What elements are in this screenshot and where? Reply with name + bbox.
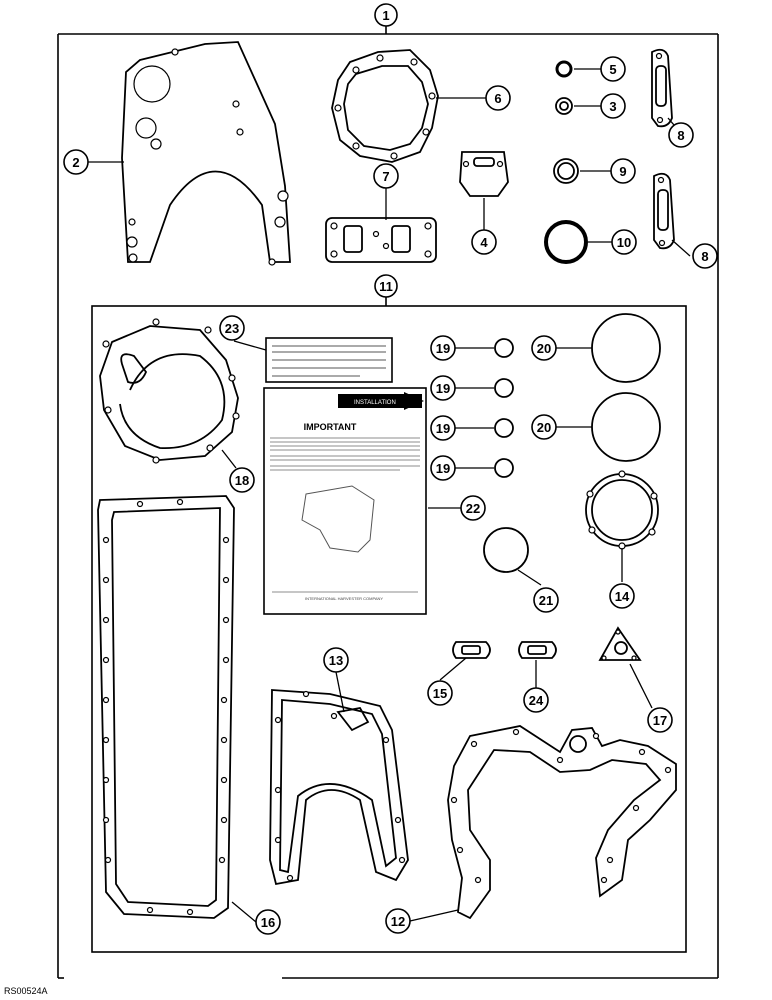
callout-17: 17 xyxy=(653,713,667,728)
cover-gasket-6 xyxy=(331,49,439,163)
callouts xyxy=(63,3,718,935)
gasket-7 xyxy=(325,217,437,263)
flywheel-housing-gasket xyxy=(121,41,291,266)
oil-pan-gasket-16 xyxy=(97,495,235,919)
gasket-15 xyxy=(452,641,491,659)
callout-3: 3 xyxy=(609,99,616,114)
callout-19-b: 19 xyxy=(436,381,450,396)
callout-20-a: 20 xyxy=(537,341,551,356)
callout-13: 13 xyxy=(329,653,343,668)
sheet-company: INTERNATIONAL HARVESTER COMPANY xyxy=(305,596,383,601)
callout-22: 22 xyxy=(466,501,480,516)
callout-18: 18 xyxy=(235,473,249,488)
callout-4: 4 xyxy=(480,235,488,250)
callout-19-a: 19 xyxy=(436,341,450,356)
gasket-4 xyxy=(459,151,509,197)
gasket-8-lower xyxy=(653,172,675,250)
callout-15: 15 xyxy=(433,686,447,701)
callout-23: 23 xyxy=(225,321,239,336)
gasket-17 xyxy=(598,626,642,661)
callout-7: 7 xyxy=(382,169,389,184)
callout-10: 10 xyxy=(617,235,631,250)
label-card-23 xyxy=(265,337,393,383)
gasket-8-upper xyxy=(651,48,673,128)
callout-12: 12 xyxy=(391,914,405,929)
seal-rings xyxy=(544,60,588,264)
callout-16: 16 xyxy=(261,915,275,930)
callout-5: 5 xyxy=(609,62,616,77)
callout-19-c: 19 xyxy=(436,421,450,436)
callout-21: 21 xyxy=(539,593,553,608)
gasket-24 xyxy=(518,641,557,659)
callout-labels: 1 2 3 4 5 6 7 8 8 9 10 11 12 13 14 15 16… xyxy=(72,8,708,930)
sheet-banner: INSTALLATION xyxy=(354,400,396,406)
callout-1: 1 xyxy=(382,8,389,23)
callout-24: 24 xyxy=(529,693,544,708)
callout-6: 6 xyxy=(494,91,501,106)
callout-20-b: 20 xyxy=(537,420,551,435)
callout-14: 14 xyxy=(615,589,630,604)
rings-20-21 xyxy=(483,313,661,573)
callout-2: 2 xyxy=(72,155,79,170)
callout-8-lower: 8 xyxy=(701,249,708,264)
callout-11: 11 xyxy=(379,279,393,294)
front-cover-gasket-13 xyxy=(269,689,409,886)
callout-19-d: 19 xyxy=(436,461,450,476)
rear-housing-gasket-18 xyxy=(99,318,240,464)
sheet-heading: IMPORTANT xyxy=(304,422,357,432)
callout-9: 9 xyxy=(619,164,626,179)
figure-code: RS00524A xyxy=(4,986,48,996)
instruction-sheet-22: INSTALLATION IMPORTANT INTERNATIONAL HAR… xyxy=(263,387,427,615)
gasket-14 xyxy=(585,470,659,550)
leader-lines xyxy=(88,68,691,923)
o-rings-19 xyxy=(494,338,514,478)
timing-cover-gasket-12 xyxy=(447,725,677,920)
callout-8-upper: 8 xyxy=(677,128,684,143)
